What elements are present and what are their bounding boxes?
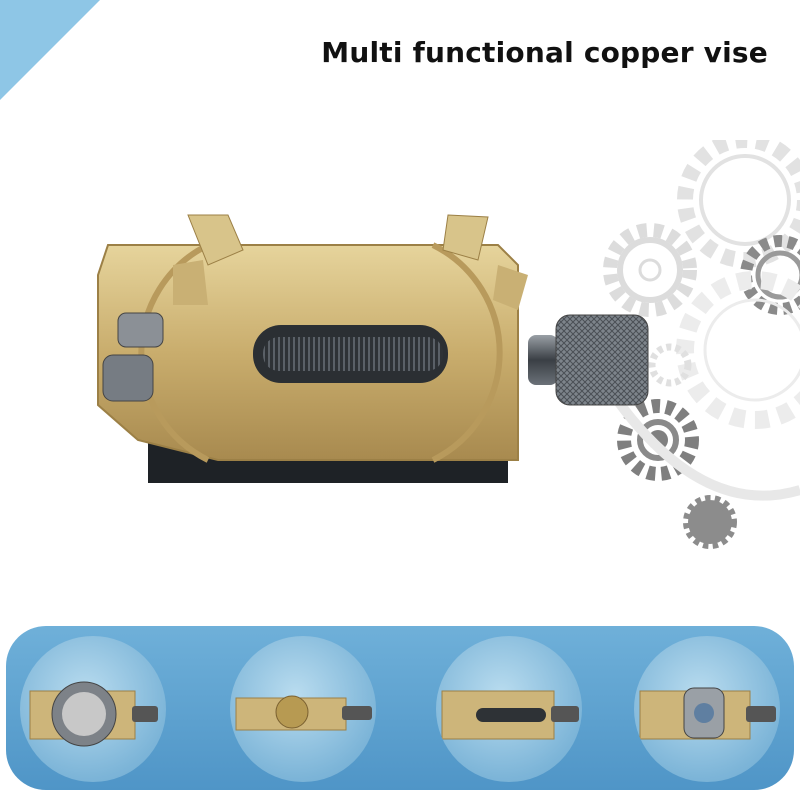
gear-icon xyxy=(683,495,737,549)
copper-vise-photo xyxy=(97,214,649,483)
gear-icon xyxy=(648,343,692,387)
gear-icon xyxy=(676,271,800,429)
gear-icon xyxy=(740,235,800,315)
gear-icon xyxy=(677,140,800,268)
vise-holding-watch-case xyxy=(29,681,158,747)
gear-icon xyxy=(617,399,699,481)
vise-holding-small-movement xyxy=(235,695,372,731)
corner-accent-triangle xyxy=(0,0,100,100)
gallery-band xyxy=(6,626,794,790)
page-title: Multi functional copper vise xyxy=(321,36,768,69)
gallery-item[interactable] xyxy=(230,636,376,782)
gallery-item[interactable] xyxy=(436,636,582,782)
gallery-item[interactable] xyxy=(634,636,780,782)
gears-decoration xyxy=(590,140,800,549)
vise-holding-watch-back xyxy=(639,687,776,740)
gallery-item[interactable] xyxy=(20,636,166,782)
vise-empty-open xyxy=(441,690,579,740)
